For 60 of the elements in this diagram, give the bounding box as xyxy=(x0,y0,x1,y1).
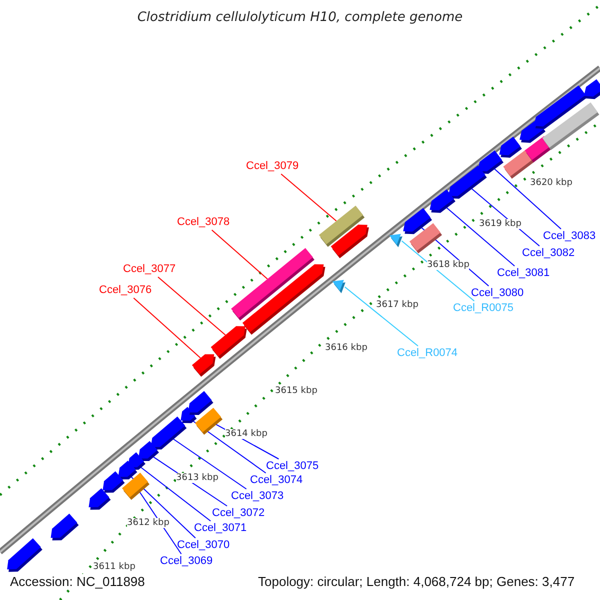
gene-label: Ccel_3072 xyxy=(212,507,265,520)
gene-block xyxy=(188,391,214,415)
gene-label: Ccel_3071 xyxy=(194,522,247,535)
scale-tick-label: 3619 kbp xyxy=(479,219,522,229)
gene-block xyxy=(430,189,456,213)
scale-tick-label: 3611 kbp xyxy=(93,562,136,572)
gene-block xyxy=(102,471,125,493)
gene-label: Ccel_3069 xyxy=(160,555,213,568)
gene-label: Ccel_3077 xyxy=(123,263,176,276)
scale-tick-label: 3617 kbp xyxy=(376,300,418,310)
gene-block xyxy=(88,488,111,510)
leader-line xyxy=(344,286,418,346)
gene-block xyxy=(192,354,216,377)
gene-label: Ccel_3081 xyxy=(497,267,550,280)
footer-text: Topology: circular; Length: 4,068,724 bp; Genes: 3,477 xyxy=(258,574,575,589)
gene-block xyxy=(242,264,326,335)
gene-label: Ccel_3082 xyxy=(522,247,575,260)
scale-tick-label: 3616 kbp xyxy=(325,343,368,353)
leader-line xyxy=(492,166,562,230)
gene-block xyxy=(138,440,159,461)
gene-block xyxy=(7,538,42,572)
gene-block xyxy=(330,224,369,258)
gene-block xyxy=(118,460,138,480)
gene-block xyxy=(584,79,600,100)
gene-block xyxy=(499,136,522,158)
gene-label: Ccel_3075 xyxy=(266,460,319,473)
scale-tick-label: 3614 kbp xyxy=(225,429,268,439)
scale-tick-label: 3620 kbp xyxy=(530,178,572,188)
gene-label: Ccel_3073 xyxy=(231,490,284,503)
gene-label: Ccel_3083 xyxy=(543,230,596,243)
gene-block xyxy=(448,166,487,199)
gene-label: Ccel_3076 xyxy=(99,284,152,297)
diagram-title: Clostridium cellulolyticum H10, complete genome xyxy=(136,10,464,25)
gene-label: Ccel_3079 xyxy=(246,160,299,173)
footer-text: Accession: NC_011898 xyxy=(10,574,145,589)
scale-tick-label: 3612 kbp xyxy=(127,518,170,528)
leader-line xyxy=(280,174,337,222)
gene-block xyxy=(50,514,79,540)
leader-line xyxy=(211,230,268,280)
trna-marker xyxy=(332,280,346,294)
gene-label: Ccel_R0075 xyxy=(453,302,514,315)
leader-line xyxy=(158,276,226,336)
gene-block xyxy=(409,223,442,254)
scale-tick-label: 3618 kbp xyxy=(427,260,470,270)
leader-line xyxy=(444,206,516,266)
gene-block xyxy=(542,102,600,150)
scale-tick-label: 3613 kbp xyxy=(176,473,218,483)
gene-label: Ccel_3080 xyxy=(471,287,524,300)
trna-marker xyxy=(389,234,402,248)
leader-line xyxy=(138,465,212,522)
gene-label: Ccel_3078 xyxy=(177,216,230,229)
gene-block xyxy=(122,472,150,500)
leader-line xyxy=(133,298,201,358)
scale-tick-label: 3615 kbp xyxy=(275,386,318,396)
gene-block xyxy=(210,326,247,359)
gene-label: Ccel_3070 xyxy=(177,539,230,552)
leader-line xyxy=(401,240,475,302)
gene-block xyxy=(150,416,187,450)
gene-label: Ccel_R0074 xyxy=(397,347,458,360)
gene-label: Ccel_3074 xyxy=(250,474,303,487)
